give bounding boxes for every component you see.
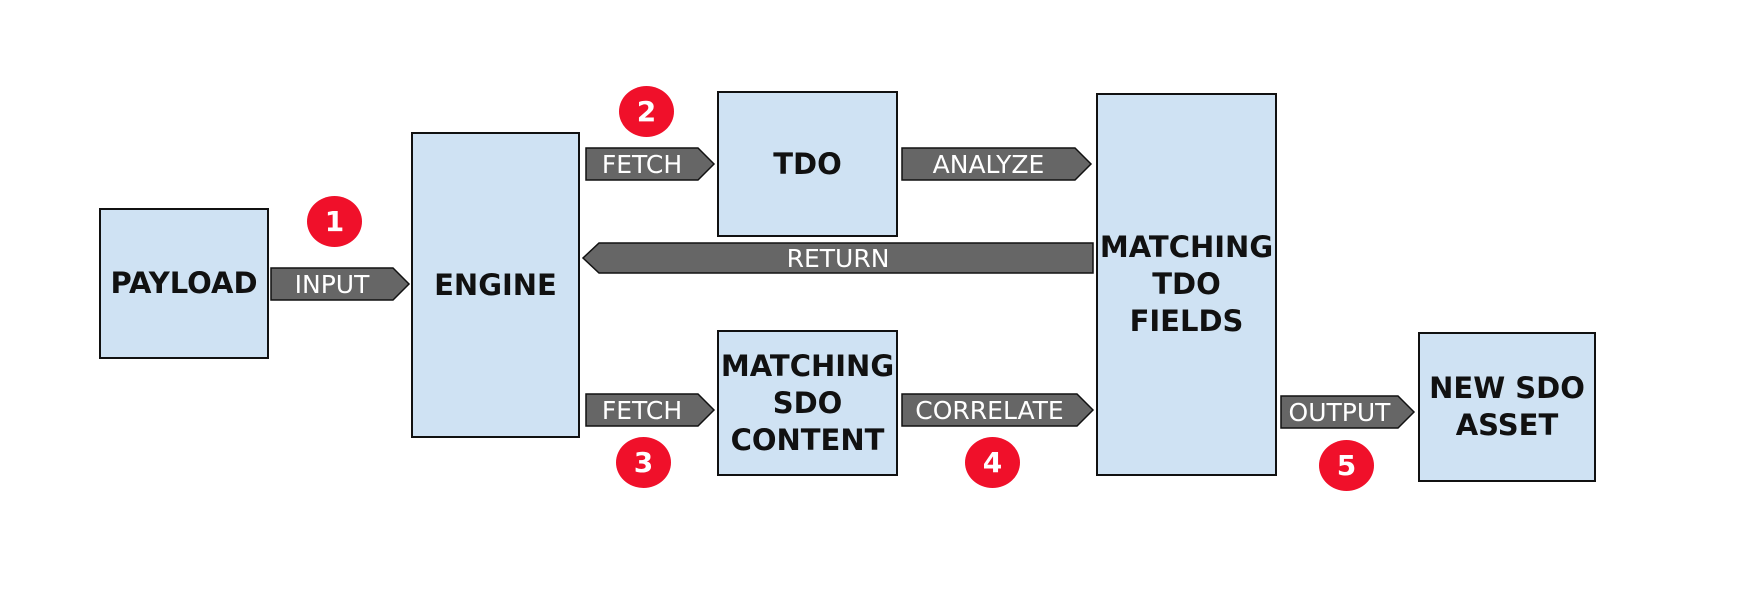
arrow-shape [270, 267, 411, 301]
correlate-label: CORRELATE [915, 395, 1064, 425]
analyze-label: ANALYZE [932, 149, 1045, 179]
engine-box: ENGINE [411, 132, 580, 438]
step-5-badge: 5 [1319, 440, 1374, 491]
output-arrow: OUTPUT [1280, 395, 1416, 429]
step-2-badge: 2 [619, 86, 674, 137]
fetch-tdo-arrow: FETCH [585, 147, 716, 181]
arrow-shape [585, 147, 716, 181]
step-3-badge: 3 [616, 437, 671, 488]
input-label: INPUT [294, 269, 370, 299]
analyze-arrow: ANALYZE [901, 147, 1093, 181]
payload-box: PAYLOAD [99, 208, 269, 359]
arrow-shape [901, 147, 1093, 181]
fetch-sdo-arrow: FETCH [585, 393, 716, 427]
arrow-shape [581, 242, 1094, 274]
arrow-shape [901, 393, 1095, 427]
correlate-arrow: CORRELATE [901, 393, 1095, 427]
fetch-sdo-label: FETCH [601, 395, 683, 425]
input-arrow: INPUT [270, 267, 411, 301]
output-label: OUTPUT [1288, 397, 1391, 427]
step-4-badge: 4 [965, 437, 1020, 488]
return-arrow: RETURN [581, 242, 1094, 274]
matching-sdo-content-box: MATCHING SDO CONTENT [717, 330, 898, 476]
fetch-tdo-label: FETCH [601, 149, 683, 179]
return-label: RETURN [786, 243, 890, 273]
matching-tdo-fields-box: MATCHING TDO FIELDS [1096, 93, 1277, 476]
tdo-box: TDO [717, 91, 898, 237]
arrow-shape [1280, 395, 1416, 429]
step-1-badge: 1 [307, 196, 362, 247]
arrow-shape [585, 393, 716, 427]
new-sdo-asset-box: NEW SDO ASSET [1418, 332, 1596, 482]
